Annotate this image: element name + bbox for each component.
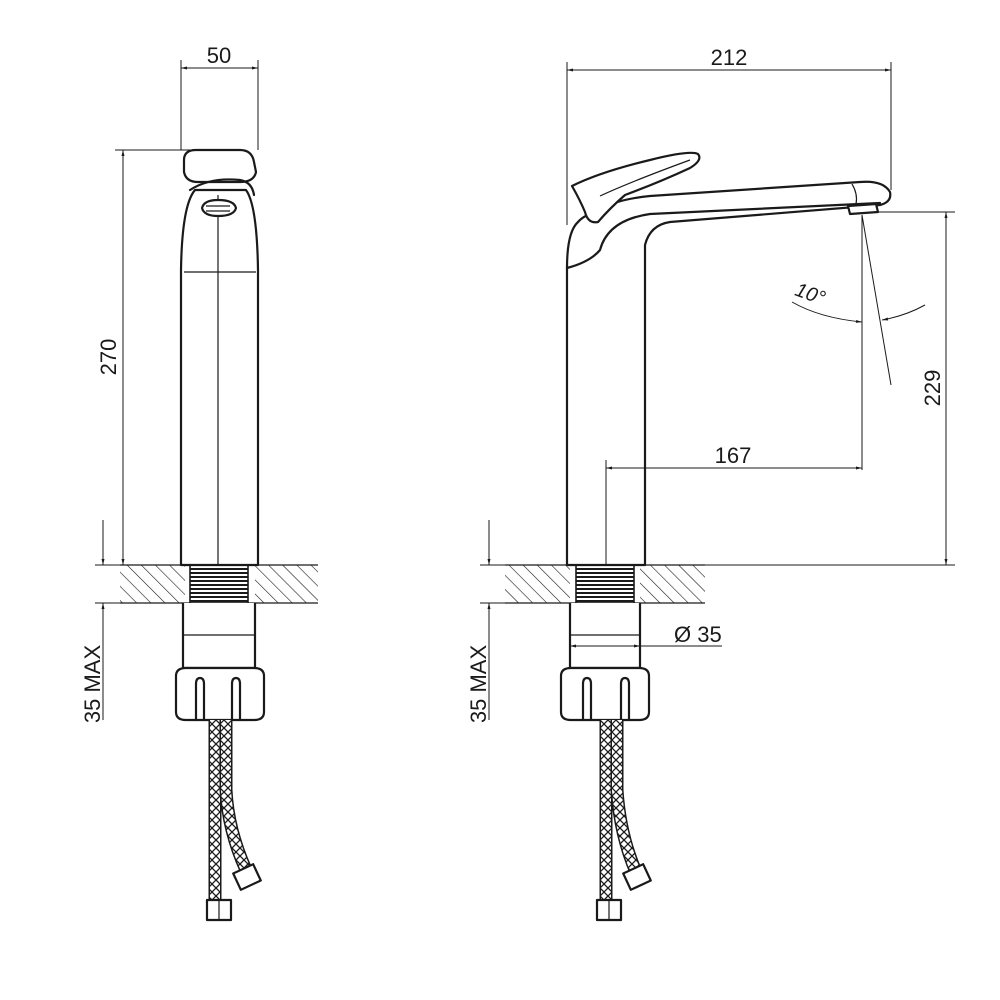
side-faucet-body bbox=[565, 180, 892, 567]
side-reach-label: 167 bbox=[715, 443, 752, 468]
side-threaded-shank bbox=[575, 564, 635, 604]
front-lever-handle bbox=[182, 148, 258, 184]
front-mount-dimension: 35 MAX bbox=[80, 520, 120, 723]
front-aerator bbox=[200, 198, 238, 218]
side-diameter-dimension: Ø 35 bbox=[570, 622, 722, 648]
front-height-label: 270 bbox=[96, 339, 121, 376]
front-width-label: 50 bbox=[207, 43, 231, 68]
side-height-label: 229 bbox=[920, 370, 945, 407]
front-threaded-shank bbox=[189, 564, 249, 604]
side-mounting-nut bbox=[559, 603, 651, 722]
side-view: 212 229 167 10° Ø 35 bbox=[466, 45, 955, 922]
side-mount-dimension: 35 MAX bbox=[466, 520, 505, 723]
front-mount-label: 35 MAX bbox=[80, 645, 105, 724]
front-mounting-nut bbox=[174, 603, 266, 722]
side-diameter-label: Ø 35 bbox=[674, 622, 722, 647]
side-height-dimension: 229 bbox=[645, 211, 955, 566]
side-length-label: 212 bbox=[711, 45, 748, 70]
side-lever-handle bbox=[570, 151, 701, 224]
front-height-dimension: 270 bbox=[96, 149, 196, 565]
front-supply-hoses bbox=[205, 720, 262, 922]
side-aerator bbox=[846, 202, 880, 216]
front-view: 50 270 35 MAX bbox=[80, 43, 318, 922]
side-angle-dimension: 10° bbox=[791, 214, 926, 386]
front-width-dimension: 50 bbox=[180, 43, 259, 150]
side-length-dimension: 212 bbox=[566, 45, 892, 225]
front-faucet-body bbox=[179, 188, 260, 567]
side-mount-label: 35 MAX bbox=[466, 645, 491, 724]
side-supply-hoses bbox=[595, 720, 652, 922]
